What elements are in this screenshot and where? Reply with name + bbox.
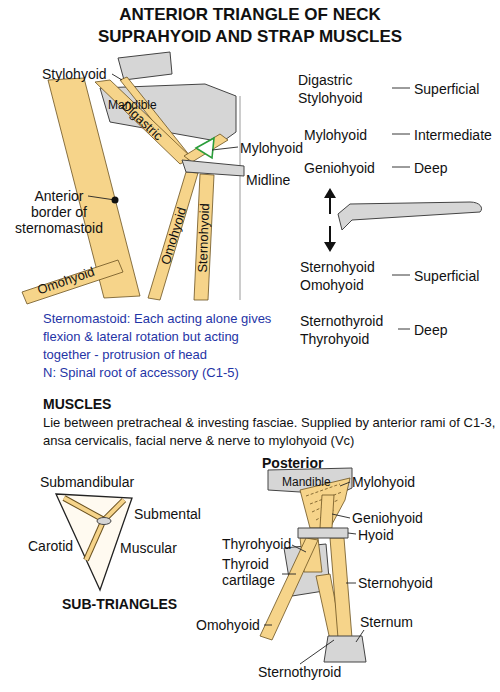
note-text: Sternomastoid: Each acting alone gives f… (43, 310, 279, 364)
dash (398, 329, 410, 330)
muscle-label: Sternothyroid (258, 664, 341, 680)
omohyoid-strip (86, 524, 102, 560)
body-text: Lie between pretracheal & investing fasc… (43, 414, 498, 450)
figure-heading: SUB-TRIANGLES (62, 596, 177, 612)
leader-line (212, 147, 238, 150)
arrow-down (329, 226, 331, 244)
hyoid-bone (97, 518, 111, 525)
muscle-label: Geniohyoid (352, 510, 423, 526)
muscle-label: Omohyoid (300, 277, 364, 293)
omohyoid-inferior-belly (22, 260, 123, 304)
muscle-label: Stylohyoid (42, 66, 107, 82)
region-label: Submandibular (40, 474, 134, 490)
bone-label: Mandible (282, 474, 331, 490)
muscle-label: Sternohyoid (300, 259, 375, 275)
sternum-bone (324, 636, 366, 662)
muscle-label: Mylohyoid (304, 127, 367, 143)
hyoid-bone (298, 528, 348, 538)
leader-line (346, 583, 356, 584)
hyoid-bone (182, 160, 244, 176)
muscle-label: Digastric (298, 72, 352, 88)
dash (392, 167, 410, 168)
geniohyoid-muscle (320, 495, 334, 528)
region-label: Muscular (120, 540, 177, 556)
muscle-label: Mylohyoid (240, 140, 303, 156)
muscle-label: Sternohyoid (358, 575, 433, 591)
landmark-label: Anterior border of sternomastoid (14, 188, 104, 236)
dash (392, 88, 410, 89)
diagram-title: ANTERIOR TRIANGLE OF NECK SUPRAHYOID AND… (80, 4, 420, 48)
muscle-label: Mylohyoid (352, 474, 415, 490)
landmark-label: Midline (246, 172, 290, 188)
omohyoid-outline (86, 524, 102, 560)
leader-line (348, 533, 356, 534)
cartilage-label: Thyroid cartilage (222, 556, 302, 588)
arrow-head (324, 188, 336, 198)
omohyoid-muscle (260, 538, 318, 640)
muscle-label: Thyrohyoid (300, 331, 369, 347)
digastric-anterior-belly (184, 134, 228, 162)
muscle-label: Stylohyoid (298, 90, 363, 106)
muscle-label: Omohyoid (35, 264, 96, 298)
hyoid-bone (338, 202, 482, 230)
leader-line (264, 625, 272, 626)
mylohyoid-muscle (196, 138, 214, 158)
leader-line (88, 196, 115, 200)
omohyoid-superior-belly (148, 172, 198, 300)
layer-label: Intermediate (414, 127, 492, 143)
arrow-up (329, 196, 331, 214)
midline (240, 96, 241, 300)
muscle-label: Geniohyoid (304, 160, 375, 176)
layer-label: Superficial (414, 81, 479, 97)
dash (392, 275, 410, 276)
region-label: Carotid (28, 538, 73, 554)
leader-line (112, 74, 122, 80)
muscle-label: Omohyoid (158, 205, 191, 266)
digastric-outline (64, 498, 124, 520)
layer-label: Deep (414, 322, 447, 338)
border-dot (112, 197, 119, 204)
leader-line (340, 482, 350, 486)
leader-line (292, 545, 306, 552)
layer-label: Superficial (414, 268, 479, 284)
leader-line (332, 514, 350, 518)
layer-label: Deep (414, 160, 447, 176)
muscle-label: Thyrohyoid (222, 536, 291, 552)
muscle-label: Omohyoid (196, 617, 260, 633)
figure-heading: Posterior (262, 455, 323, 471)
bone-label: Sternum (360, 614, 413, 630)
leader-line (300, 640, 334, 664)
neck-illustration (22, 52, 244, 304)
dash (392, 134, 410, 135)
arrow-head (324, 242, 336, 252)
skull-base (118, 52, 172, 80)
muscle-label: Sternothyroid (300, 313, 383, 329)
digastric-posterior-belly (95, 80, 192, 164)
leader-line (356, 630, 364, 642)
note-text: N: Spinal root of accessory (C1-5) (43, 364, 239, 382)
leader-line (282, 574, 296, 575)
muscle-label: Sternohyoid (195, 203, 213, 273)
sternohyoid-muscle (330, 538, 352, 638)
section-heading: MUSCLES (43, 396, 111, 412)
bone-label: Hyoid (358, 527, 394, 543)
posterior-view (260, 468, 366, 664)
sternohyoid-muscle (194, 174, 214, 300)
digastric-strip (64, 498, 124, 520)
region-label: Submental (134, 506, 201, 522)
